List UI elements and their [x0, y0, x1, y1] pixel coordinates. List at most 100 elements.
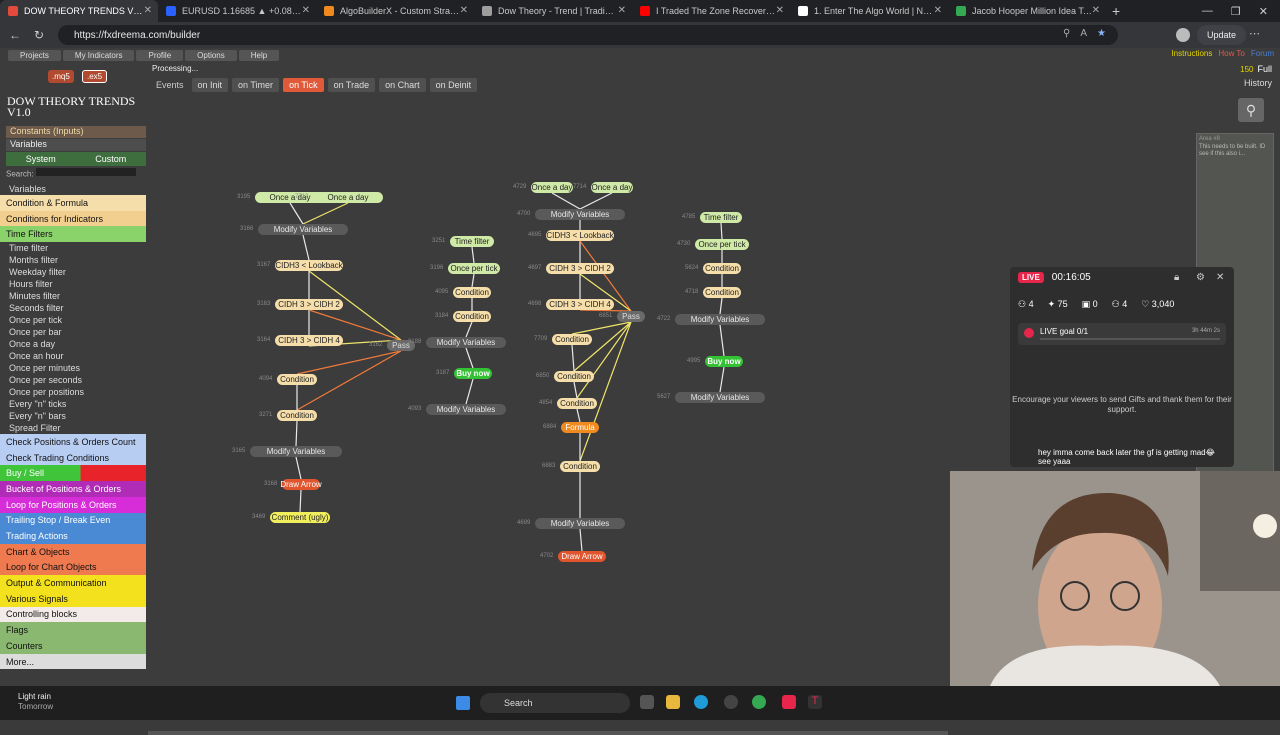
block-cond[interactable]: CIDH 3 > CIDH 4 — [275, 335, 343, 346]
block-category[interactable]: Buy / Sell — [0, 465, 146, 482]
browser-tab[interactable]: Jacob Hooper Million Idea Tool✕ — [948, 0, 1106, 22]
menu-icon[interactable]: ⋯ — [1249, 28, 1260, 40]
block-category[interactable]: Counters — [0, 638, 146, 654]
block-category[interactable]: Check Trading Conditions — [0, 449, 146, 466]
block-category[interactable]: Conditions for Indicators — [0, 210, 146, 227]
tab-close-icon[interactable]: ✕ — [775, 5, 784, 16]
block-category[interactable]: Various Signals — [0, 590, 146, 607]
block-cond[interactable]: CIDH 3 > CIDH 2 — [275, 299, 343, 310]
block-item[interactable]: Every "n" ticks — [0, 398, 146, 411]
system-tab[interactable]: System — [25, 154, 56, 164]
block-time[interactable]: Once a day — [313, 192, 383, 203]
block-item[interactable]: Once per bar — [0, 326, 146, 339]
block-item[interactable]: Once per positions — [0, 386, 146, 399]
block-draw[interactable]: Draw Arrow — [280, 479, 322, 490]
update-button[interactable]: Update — [1196, 25, 1246, 45]
reload-icon[interactable]: ↻ — [33, 28, 45, 42]
builder-canvas[interactable]: ⚲ Area #8 This needs to be built. ID see… — [150, 92, 1280, 686]
block-cond[interactable]: CIDH 3 > CIDH 2 — [546, 263, 614, 274]
block-var[interactable]: Modify Variables — [426, 404, 506, 415]
minimize-icon[interactable]: — — [1201, 5, 1213, 17]
block-category[interactable]: Loop for Chart Objects — [0, 559, 146, 576]
block-var[interactable]: Modify Variables — [675, 392, 765, 403]
tab-close-icon[interactable]: ✕ — [143, 5, 152, 16]
read-aloud-icon[interactable]: A — [1080, 28, 1088, 39]
block-cond[interactable]: CIDH 3 > CIDH 4 — [546, 299, 614, 310]
restore-icon[interactable]: ❐ — [1230, 5, 1241, 18]
forum-link[interactable]: Forum — [1250, 49, 1274, 58]
event-tab[interactable]: on Tick — [283, 78, 324, 92]
event-tab[interactable]: on Deinit — [429, 78, 478, 92]
live-goal[interactable]: LIVE goal 0/1 3h 44m 2s — [1018, 323, 1226, 345]
edge-icon[interactable] — [694, 695, 708, 709]
block-item[interactable]: Weekday filter — [0, 266, 146, 279]
block-category[interactable]: Loop for Positions & Orders — [0, 496, 146, 513]
block-search-input[interactable] — [35, 168, 136, 176]
instructions-link[interactable]: Instructions — [1171, 49, 1213, 58]
block-time[interactable]: Once per tick — [448, 263, 500, 274]
browser-tab[interactable]: DOW THEORY TRENDS V1.0✕ — [0, 0, 158, 22]
tab-close-icon[interactable]: ✕ — [459, 5, 468, 16]
tab-close-icon[interactable]: ✕ — [933, 5, 942, 16]
block-cond[interactable]: Condition — [554, 371, 594, 382]
zoom-tool-icon[interactable]: ⚲ — [1238, 98, 1264, 122]
url-field[interactable]: https://fxdreema.com/builder ⚲ A ★ — [58, 25, 1118, 45]
event-tab[interactable]: on Init — [191, 78, 229, 92]
block-var[interactable]: Modify Variables — [258, 224, 348, 235]
new-tab-icon[interactable]: + — [1112, 3, 1121, 19]
top-menu-item[interactable]: Profile — [136, 50, 184, 61]
block-cond[interactable]: Condition — [453, 311, 491, 322]
block-category[interactable]: Output & Communication — [0, 575, 146, 591]
block-item[interactable]: Variables — [0, 183, 146, 195]
back-icon[interactable]: ← — [9, 28, 21, 42]
block-time[interactable]: Once a day — [531, 182, 573, 193]
block-var[interactable]: Modify Variables — [535, 518, 625, 529]
block-buy[interactable]: Buy now — [454, 368, 492, 379]
weather-widget[interactable]: Light rain Tomorrow — [18, 692, 53, 712]
mq5-export-button[interactable]: .mq5 — [48, 70, 74, 83]
browser-tab[interactable]: EURUSD 1.16685 ▲ +0.08% Q4✕ — [158, 0, 316, 22]
block-item[interactable]: Once per tick — [0, 314, 146, 327]
close-window-icon[interactable]: ✕ — [1258, 5, 1268, 18]
block-time[interactable]: Time filter — [700, 212, 742, 223]
block-var[interactable]: Modify Variables — [535, 209, 625, 220]
block-time[interactable]: Time filter — [450, 236, 494, 247]
block-cond[interactable]: CIDH3 < Lookback — [546, 230, 614, 241]
browser-tab[interactable]: Dow Theory - Trend | Trading Strategy✕ — [474, 0, 632, 22]
block-category[interactable]: Condition & Formula — [0, 195, 146, 211]
block-item[interactable]: Once per minutes — [0, 362, 146, 375]
block-item[interactable]: Months filter — [0, 254, 146, 267]
typora-icon[interactable]: T — [808, 695, 822, 709]
block-com[interactable]: Comment (ugly) — [270, 512, 330, 523]
ex5-export-button[interactable]: .ex5 — [82, 70, 108, 83]
block-var[interactable]: Modify Variables — [675, 314, 765, 325]
block-cond[interactable]: Condition — [560, 461, 600, 472]
app-icon[interactable] — [724, 695, 738, 709]
block-time[interactable]: Once per tick — [695, 239, 749, 250]
block-item[interactable]: Hours filter — [0, 278, 146, 291]
top-menu-item[interactable]: Projects — [8, 50, 61, 61]
browser-tab[interactable]: AlgoBuilderX - Custom Strategies✕ — [316, 0, 474, 22]
event-tab[interactable]: on Trade — [327, 78, 376, 92]
tiktok-live-icon[interactable] — [782, 695, 796, 709]
tab-close-icon[interactable]: ✕ — [1091, 5, 1100, 16]
canvas-horizontal-scrollbar[interactable] — [148, 731, 948, 735]
block-pass[interactable]: Pass — [387, 340, 415, 351]
block-form[interactable]: Formula — [561, 422, 599, 433]
block-buy[interactable]: Buy now — [705, 356, 743, 367]
block-time[interactable]: Once a day — [591, 182, 633, 193]
block-draw[interactable]: Draw Arrow — [558, 551, 606, 562]
block-category[interactable]: More... — [0, 653, 146, 670]
block-item[interactable]: Every "n" bars — [0, 410, 146, 423]
block-item[interactable]: Once an hour — [0, 350, 146, 363]
full-toggle[interactable]: 150 Full — [1240, 64, 1272, 74]
block-category[interactable]: Controlling blocks — [0, 606, 146, 623]
file-explorer-icon[interactable] — [666, 695, 680, 709]
zoom-icon[interactable]: ⚲ — [1063, 28, 1071, 39]
block-category[interactable]: Trailing Stop / Break Even — [0, 512, 146, 529]
history-button[interactable]: History — [1243, 78, 1272, 88]
browser-tab[interactable]: 1. Enter The Algo World | NexGen✕ — [790, 0, 948, 22]
block-cond[interactable]: Condition — [277, 410, 317, 421]
browser-tab[interactable]: I Traded The Zone Recovery Trading✕ — [632, 0, 790, 22]
block-item[interactable]: Minutes filter — [0, 290, 146, 303]
